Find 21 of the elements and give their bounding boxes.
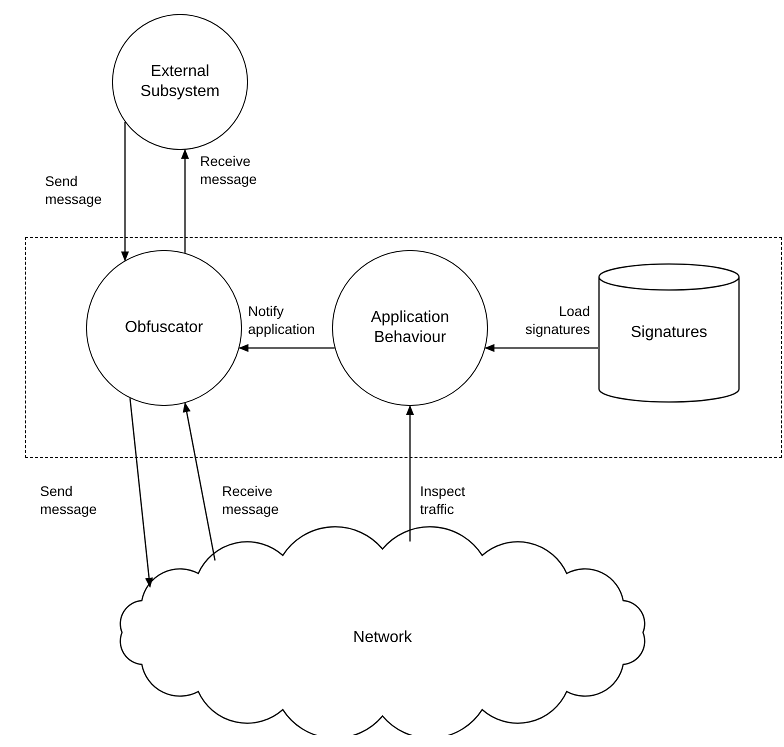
node-label: Signatures (630, 323, 708, 343)
node-label: Network (353, 628, 412, 648)
node-label: Application Behaviour (370, 308, 450, 348)
edge-label: Inspect traffic (420, 482, 466, 518)
edge-label: Receive message (200, 152, 258, 188)
edge-label: Notify application (248, 302, 316, 338)
arrow (484, 344, 598, 352)
edge-label: Load signatures (524, 302, 590, 338)
node-label: External Subsystem (139, 62, 221, 102)
data-store-cylinder (598, 263, 740, 403)
arrow (182, 402, 216, 561)
edge-label: Receive message (222, 482, 280, 518)
system-boundary (25, 237, 782, 458)
edge-label: Send message (45, 172, 103, 208)
arrow (406, 405, 414, 542)
arrow (238, 344, 335, 352)
arrow (129, 398, 154, 588)
node-label: Obfuscator (124, 318, 204, 338)
arrow (181, 148, 189, 253)
arrow (121, 122, 129, 262)
edge-label: Send message (40, 482, 98, 518)
